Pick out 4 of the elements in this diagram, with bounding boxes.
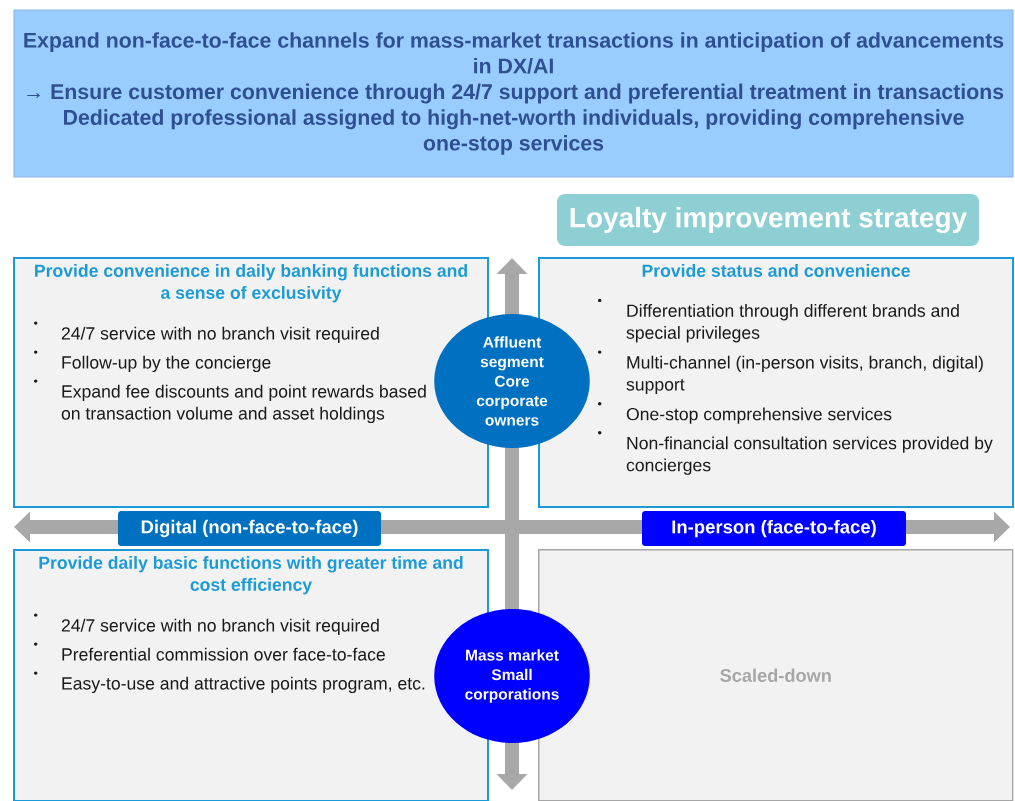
axis-label-box: In-person (face-to-face) [642,511,906,546]
title-box: Loyalty improvement strategy [557,194,979,246]
axis-label-box: Digital (non-face-to-face) [118,511,381,546]
banner-box: Expand non-face-to-face channels for mass-market transactions in anticipation of advancements in DX/AI → Ensure customer convenience through 24/7 support and preferential treatment in transactions Dedicated professional assigned to high-net-worth individuals, providing comprehensive one-stop services [13,9,1014,178]
